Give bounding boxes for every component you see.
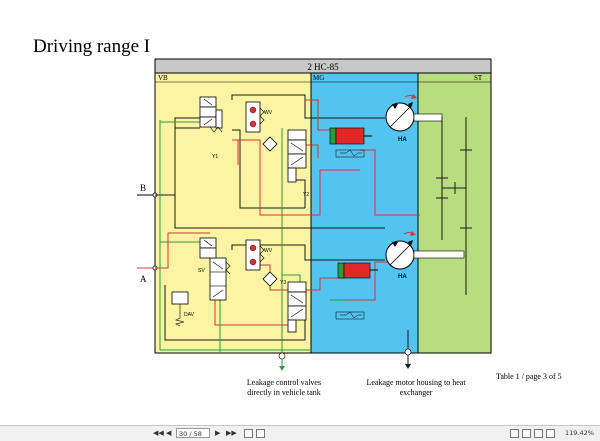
valve-sv-label: SV xyxy=(198,268,205,274)
leakage-note-left: Leakage control valves directly in vehic… xyxy=(246,378,322,397)
motor-ha-top-label: HA xyxy=(398,137,407,143)
drain-left xyxy=(278,352,286,371)
black-lines xyxy=(155,94,385,341)
valve-wv-bottom-label: WV xyxy=(264,248,273,254)
page-number-input[interactable]: 30 / 58 xyxy=(176,428,210,438)
motor-ha-bottom-label: HA xyxy=(398,274,407,280)
valve-lower xyxy=(199,237,217,259)
rotate-icon[interactable] xyxy=(546,429,555,438)
valve-wv-top: WV xyxy=(245,101,273,133)
continuous-icon[interactable] xyxy=(534,429,543,438)
drain-right xyxy=(404,330,412,369)
cylinder-top xyxy=(329,127,372,158)
zone-vb-area xyxy=(155,73,311,353)
green-lines xyxy=(159,120,345,370)
red-lines xyxy=(155,99,420,326)
valve-wv-bottom: WV xyxy=(245,239,273,271)
valve-y3-label: Y3 xyxy=(280,280,286,286)
valve-dav-label: DAV xyxy=(184,312,195,318)
valve-wv-top-label: WV xyxy=(264,110,273,116)
valve-sv: SV xyxy=(198,257,231,301)
first-page-icon[interactable]: ◀◀ xyxy=(153,429,164,437)
valve-dav: DAV xyxy=(171,291,195,327)
valve-y2: Y2 xyxy=(287,129,309,198)
page-title: Driving range I xyxy=(33,36,151,57)
valve-y2-label: Y2 xyxy=(303,192,309,198)
valve-y3: Y3 xyxy=(280,280,307,333)
valve-y1-label: Y1 xyxy=(212,154,218,160)
viewer-toolbar: ◀◀ ◀ 30 / 58 ▶ ▶▶ 119.42% xyxy=(0,425,600,441)
motor-ha-bottom: HA xyxy=(385,231,465,280)
view-mode-icon[interactable] xyxy=(510,429,519,438)
zoom-level[interactable]: 119.42% xyxy=(565,429,594,437)
single-page-icon[interactable] xyxy=(256,429,265,438)
filter-top xyxy=(262,136,278,152)
port-b-label: B xyxy=(140,183,146,193)
last-page-icon[interactable]: ▶▶ xyxy=(226,429,237,437)
previous-page-icon[interactable]: ◀ xyxy=(166,429,172,437)
next-page-icon[interactable]: ▶ xyxy=(215,429,221,437)
table-reference: Table 1 / page 3 of 5 xyxy=(496,372,562,381)
zone-vb-label: VB xyxy=(158,74,168,82)
leakage-note-right: Leakage motor housing to heat exchanger xyxy=(366,378,466,397)
two-page-icon[interactable] xyxy=(522,429,531,438)
hydraulic-schematic: 2 HC-85 VB MG ST B A xyxy=(137,58,492,371)
frame xyxy=(154,58,492,354)
fit-page-icon[interactable] xyxy=(244,429,253,438)
valve-y1: Y1 xyxy=(199,96,223,160)
filter-bottom xyxy=(262,271,278,287)
cylinder-bottom xyxy=(335,262,378,320)
document-viewer: Driving range I 2 HC-85 VB MG ST B A xyxy=(33,36,562,397)
zone-mg-label: MG xyxy=(313,74,324,82)
zone-st-label: ST xyxy=(474,74,483,82)
port-a-label: A xyxy=(140,274,147,284)
header-label: 2 HC-85 xyxy=(307,62,339,72)
gearbox xyxy=(436,117,472,295)
motor-ha-top: HA xyxy=(385,94,443,143)
